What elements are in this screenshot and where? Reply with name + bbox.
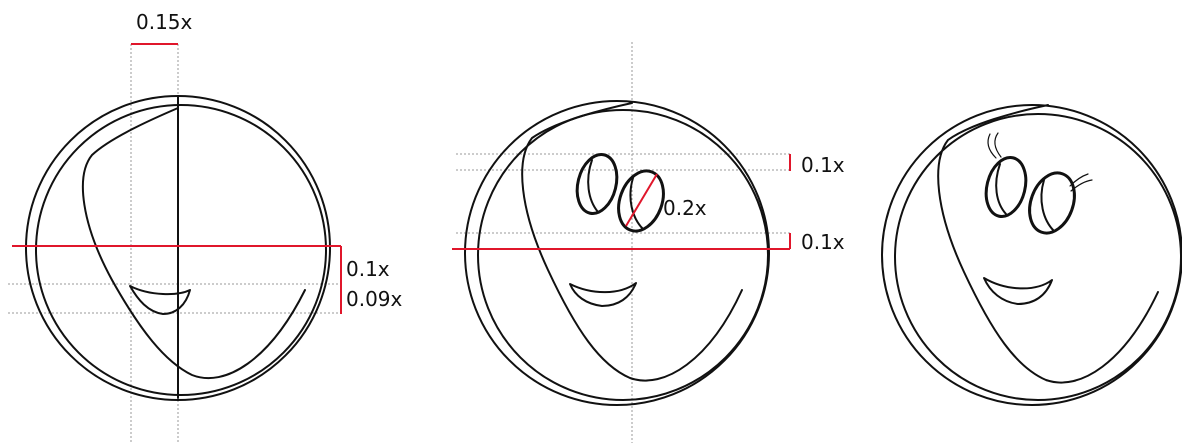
face-outline [937,104,1159,384]
eyelash-left-2 [994,132,1002,158]
eyelash-left-1 [987,133,997,159]
head-outer-circle [464,100,770,406]
left-eye [575,153,619,215]
eye-diagonal-measure [625,173,658,227]
measure-label-right-upper: 0.1x [346,257,390,281]
right-eye-inner [1040,179,1055,232]
right-eye [1028,171,1076,235]
face-outline [81,107,306,380]
head-outer-circle [881,104,1182,406]
left-eye [984,156,1028,218]
measure-label-upper-gap: 0.1x [801,153,845,177]
left-eye-inner [995,163,1007,215]
eyelash-right-1 [1069,173,1089,187]
measure-label-lower-gap: 0.1x [801,230,845,254]
head-inner-circle [894,113,1182,401]
mouth-shape [983,277,1053,305]
left-eye-inner [587,159,599,213]
panel-2: 0.1x 0.2x 0.1x [452,42,845,443]
panel-1: 0.15x 0.1x 0.09x [8,10,403,443]
panel-3 [881,104,1182,406]
head-inner-circle [35,104,327,396]
right-eye [617,169,665,233]
mouth-shape [129,285,191,315]
head-inner-circle [477,109,769,401]
measure-label-top-width: 0.15x [136,10,193,34]
mouth-shape [569,282,637,307]
eyelash-right-2 [1070,179,1093,192]
right-eye-inner [629,177,644,230]
measure-label-right-lower: 0.09x [346,287,403,311]
measure-label-eye-diagonal: 0.2x [663,196,707,220]
face-outline [521,102,743,382]
